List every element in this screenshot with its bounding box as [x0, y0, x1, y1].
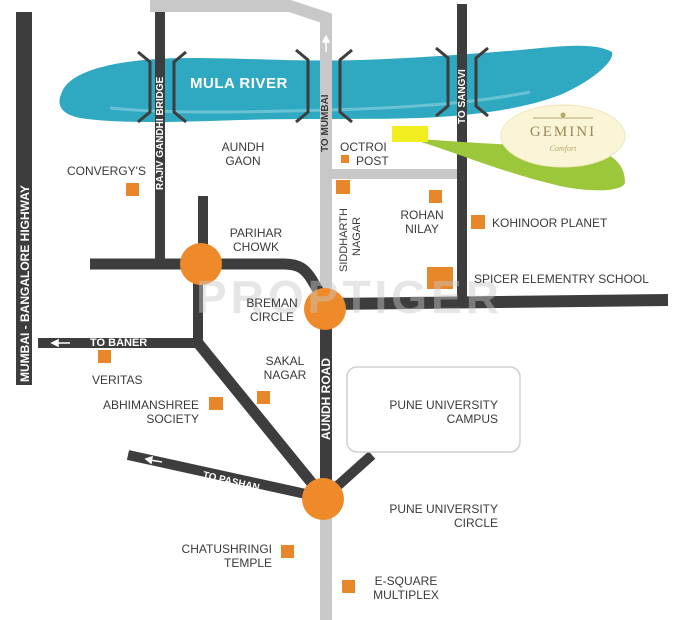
direction-arrows	[50, 34, 331, 465]
e-square-marker	[342, 580, 355, 593]
breman-circle-marker	[304, 288, 346, 330]
parihar-chowk-circle	[180, 243, 222, 285]
convergys-marker	[126, 183, 139, 196]
veritas-label: VERITAS	[92, 373, 143, 387]
pune-university-campus-area	[346, 366, 521, 453]
kohinoor-planet-label: KOHINOOR PLANET	[492, 216, 608, 230]
spicer-school-label: SPICER ELEMENTRY SCHOOL	[474, 272, 649, 286]
abhimanshree-marker	[209, 397, 223, 410]
brand-name: GEMINI	[529, 124, 597, 140]
bridge-markers	[137, 46, 489, 124]
chatushringi-marker	[281, 545, 294, 558]
to-sangvi-label: TO SANGVI	[457, 69, 468, 124]
diagonal-road	[193, 339, 329, 502]
siddharth-nagar-marker	[336, 180, 350, 194]
mula-river	[59, 45, 613, 123]
to-baner-label: TO BANER	[90, 337, 148, 349]
brand-tagline: Comfort	[549, 144, 577, 153]
sakal-nagar-marker	[257, 391, 270, 404]
gemini-logo-badge	[500, 104, 626, 168]
aundh-road-label: AUNDH ROAD	[319, 358, 333, 440]
river-label: MULA RIVER	[190, 75, 288, 92]
parihar-road	[90, 258, 331, 307]
gemini-project-marker	[392, 126, 428, 142]
spicer-road	[325, 294, 669, 310]
octroi-post-marker	[341, 155, 349, 163]
bridge-label: RAJIV GANDHI BRIDGE	[155, 76, 166, 190]
pune-university-circle-marker	[302, 478, 344, 520]
spicer-school-marker	[427, 267, 453, 289]
veritas-marker	[98, 350, 111, 363]
convergys-label: CONVERGY'S	[67, 164, 146, 178]
highway-label: MUMBAI - BANGALORE HIGHWAY	[18, 185, 32, 382]
rohan-nilay-marker	[429, 190, 442, 203]
kohinoor-planet-marker	[471, 215, 485, 229]
to-mumbai-label: TO MUMBAI	[320, 94, 331, 152]
watermark: PROPTIGER	[196, 271, 503, 323]
